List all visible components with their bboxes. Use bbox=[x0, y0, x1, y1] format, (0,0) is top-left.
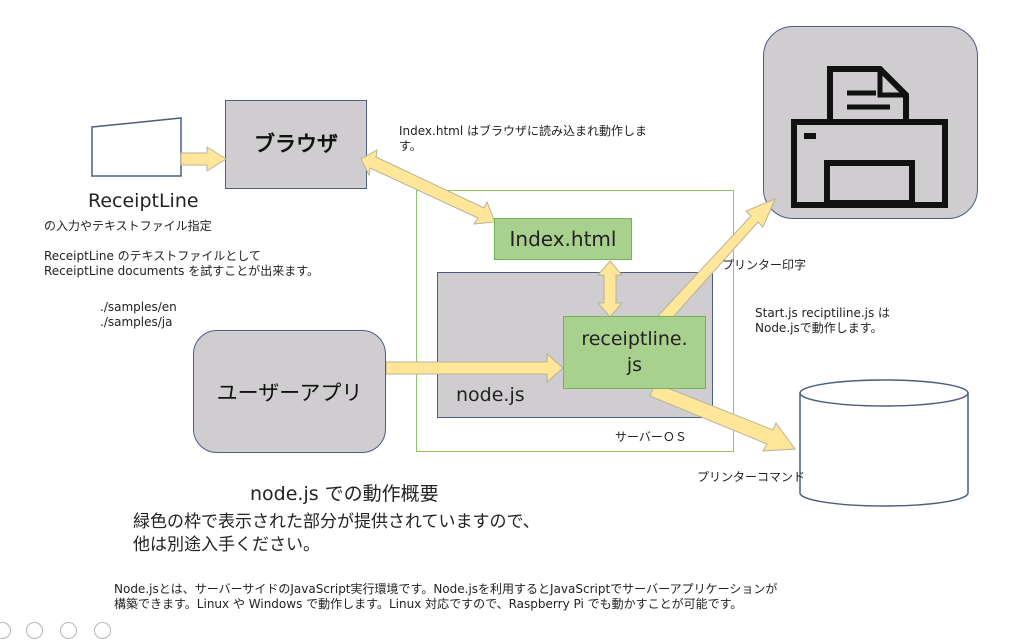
arrow-to-database bbox=[649, 382, 796, 452]
summary-line-2: 他は別途入手ください。 bbox=[133, 534, 320, 555]
sample-paths: ./samples/en ./samples/ja bbox=[100, 300, 177, 330]
index-html-box: Index.html bbox=[494, 218, 632, 260]
summary-line-1: 緑色の枠で表示された部分が提供されていますので、 bbox=[133, 512, 540, 532]
arrow-input-to-browser bbox=[180, 146, 227, 172]
sample-path-ja: ./samples/ja bbox=[100, 315, 173, 329]
arrow-userapp-to-receiptline bbox=[385, 352, 564, 384]
index-note-line-2: す。 bbox=[399, 139, 422, 153]
arrow-browser-index bbox=[360, 149, 496, 225]
receiptline-files-line-1: ReceiptLine のテキストファイルとして bbox=[44, 249, 261, 263]
receiptline-files-line-2: ReceiptLine documents を試すことが出来ます。 bbox=[44, 264, 320, 278]
footer-line-1: Node.jsとは、サーバーサイドのJavaScript実行環境です。Node.… bbox=[114, 582, 778, 596]
footer-line-2: 構築できます。Linux や Windows で動作します。Linux 対応です… bbox=[114, 597, 743, 611]
nodejs-label: node.js bbox=[456, 384, 525, 406]
paper-input-icon bbox=[91, 117, 182, 177]
receiptline-js-box: receiptline. js bbox=[563, 316, 706, 389]
zoom-icon[interactable] bbox=[60, 622, 77, 639]
footer-text: Node.jsとは、サーバーサイドのJavaScript実行環境です。Node.… bbox=[114, 582, 777, 612]
summary-text: 緑色の枠で表示された部分が提供されていますので、 他は別途入手ください。 bbox=[133, 511, 540, 557]
server-os-label: サーバーＯＳ bbox=[615, 430, 687, 444]
receiptline-input-title: ReceiptLine bbox=[88, 190, 199, 212]
arrow-index-receiptline bbox=[596, 260, 624, 318]
receiptline-js-label-2: js bbox=[626, 353, 643, 376]
index-note-line-1: Index.html はブラウザに読み込まれ動作しま bbox=[399, 124, 647, 138]
more-options-icon[interactable] bbox=[94, 622, 111, 639]
database-icon bbox=[799, 379, 969, 507]
printer-print-label: プリンター印字 bbox=[722, 258, 807, 272]
browser-box bbox=[225, 100, 367, 189]
browser-label: ブラウザ bbox=[254, 132, 338, 157]
receiptline-files-note: ReceiptLine のテキストファイルとして ReceiptLine doc… bbox=[44, 249, 319, 279]
printer-icon bbox=[791, 66, 948, 208]
arrow-to-printer bbox=[655, 198, 776, 327]
server-os-frame bbox=[416, 190, 734, 452]
start-js-note: Start.js reciptiline.js は Node.jsで動作します。 bbox=[755, 306, 890, 336]
receiptline-js-label-1: receiptline. bbox=[581, 327, 688, 350]
start-note-line-1: Start.js reciptiline.js は bbox=[755, 306, 891, 320]
user-app-box: ユーザーアプリ bbox=[193, 330, 386, 453]
summary-title: node.js での動作概要 bbox=[250, 483, 439, 505]
start-note-line-2: Node.jsで動作します。 bbox=[755, 321, 883, 335]
receiptline-input-subtitle: の入力やテキストファイル指定 bbox=[44, 219, 212, 233]
index-html-note: Index.html はブラウザに読み込まれ動作しま す。 bbox=[399, 124, 647, 154]
slides-icon[interactable] bbox=[26, 622, 43, 639]
printer-command-label: プリンターコマンド bbox=[697, 470, 806, 484]
sample-path-en: ./samples/en bbox=[100, 300, 177, 314]
